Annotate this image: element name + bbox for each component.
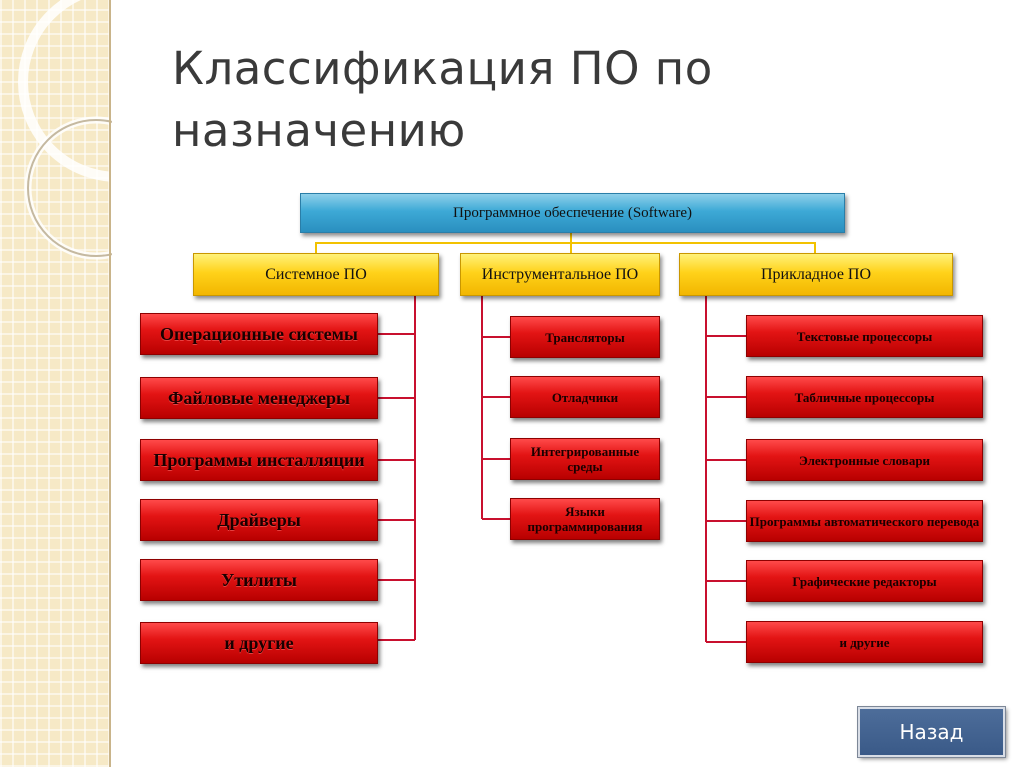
category-applied-software: Прикладное ПО [679, 253, 953, 296]
tools-item-ide: Интегрированные среды [510, 438, 660, 480]
decorative-rings [18, 0, 112, 260]
decorative-divider [109, 0, 111, 767]
category-tool-software: Инструментальное ПО [460, 253, 660, 296]
slide-title: Классификация ПО по назначению [172, 38, 932, 162]
system-item-utilities: Утилиты [140, 559, 378, 601]
system-item-file-managers: Файловые менеджеры [140, 377, 378, 419]
applied-item-graphics-editors: Графические редакторы [746, 560, 983, 602]
applied-item-dictionaries: Электронные словари [746, 439, 983, 481]
tools-item-translators: Трансляторы [510, 316, 660, 358]
applied-item-text-processors: Текстовые процессоры [746, 315, 983, 357]
slide-title-line-1: Классификация ПО по [172, 42, 713, 95]
applied-item-translation: Программы автоматического перевода [746, 500, 983, 542]
system-connectors [378, 296, 416, 641]
tools-connectors [481, 296, 510, 520]
applied-item-spreadsheets: Табличные процессоры [746, 376, 983, 418]
category-system-software: Системное ПО [193, 253, 439, 296]
applied-item-others: и другие [746, 621, 983, 663]
tools-item-debuggers: Отладчики [510, 376, 660, 418]
system-item-drivers: Драйверы [140, 499, 378, 541]
tools-item-languages: Языки программирования [510, 498, 660, 540]
system-item-others: и другие [140, 622, 378, 664]
system-item-os: Операционные системы [140, 313, 378, 355]
slide-title-line-2: назначению [172, 104, 466, 157]
system-item-installers: Программы инсталляции [140, 439, 378, 481]
root-connectors [315, 233, 816, 253]
back-button[interactable]: Назад [857, 706, 1006, 758]
root-node: Программное обеспечение (Software) [300, 193, 845, 233]
decorative-side-strip [0, 0, 110, 767]
applied-connectors [705, 296, 746, 643]
